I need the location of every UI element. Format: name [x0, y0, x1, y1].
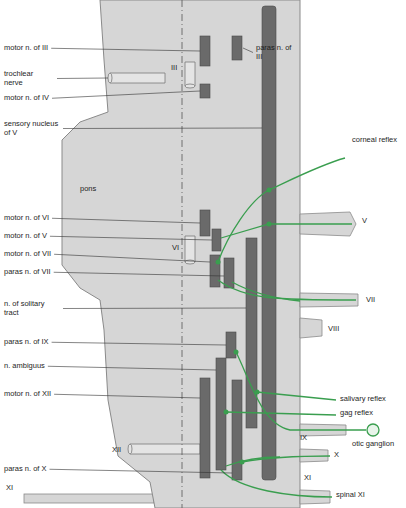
- structure-label: motor n. of III: [4, 44, 48, 53]
- structure-label: motor n. of IV: [4, 94, 49, 103]
- structure-label: paras n. of III: [256, 44, 296, 61]
- structure-label: gag reflex: [340, 409, 373, 418]
- leader-line: [48, 366, 216, 370]
- structure-label: n. ambiguus: [4, 362, 45, 371]
- structure-label: trochlear nerve: [4, 70, 54, 87]
- structure-label: VII: [366, 296, 375, 305]
- structure-label: VI: [172, 244, 179, 253]
- leader-line: [50, 469, 232, 473]
- structure-label: spinal XI: [336, 491, 365, 500]
- structure-label: motor n. of XII: [4, 390, 51, 399]
- structure-label: n. of solitary tract: [4, 300, 60, 317]
- structure-label: XI: [304, 474, 311, 483]
- leader-line: [50, 236, 212, 240]
- structure-label: V: [362, 217, 367, 226]
- structure-label: VIII: [328, 325, 339, 334]
- leader-line: [57, 78, 108, 80]
- structure-label: paras n. of VII: [4, 268, 51, 277]
- leader-line: [243, 48, 253, 53]
- leader-line: [54, 394, 200, 398]
- structure-label: corneal reflex: [352, 136, 397, 145]
- leader-line: [52, 91, 200, 98]
- structure-label: otic ganglion: [352, 440, 394, 449]
- leader-line: [54, 272, 224, 276]
- leader-line: [52, 342, 226, 345]
- leader-line: [63, 308, 246, 310]
- structure-label: salivary reflex: [340, 395, 386, 404]
- leader-line: [51, 48, 200, 51]
- structure-label: motor n. of V: [4, 232, 47, 241]
- leader-line: [52, 218, 200, 223]
- structure-label: X: [334, 451, 339, 460]
- structure-label: pons: [80, 185, 96, 194]
- leader-line: [54, 254, 210, 262]
- structure-label: motor n. of VII: [4, 250, 51, 259]
- leader-line: [63, 128, 262, 130]
- structure-label: paras n. of IX: [4, 338, 49, 347]
- structure-label: paras n. of X: [4, 465, 47, 474]
- structure-label: XI: [6, 484, 13, 493]
- structure-label: IX: [300, 434, 307, 443]
- structure-label: motor n. of VI: [4, 214, 49, 223]
- structure-label: sensory nucleus of V: [4, 120, 60, 137]
- structure-label: III: [171, 64, 177, 73]
- structure-label: XII: [112, 446, 121, 455]
